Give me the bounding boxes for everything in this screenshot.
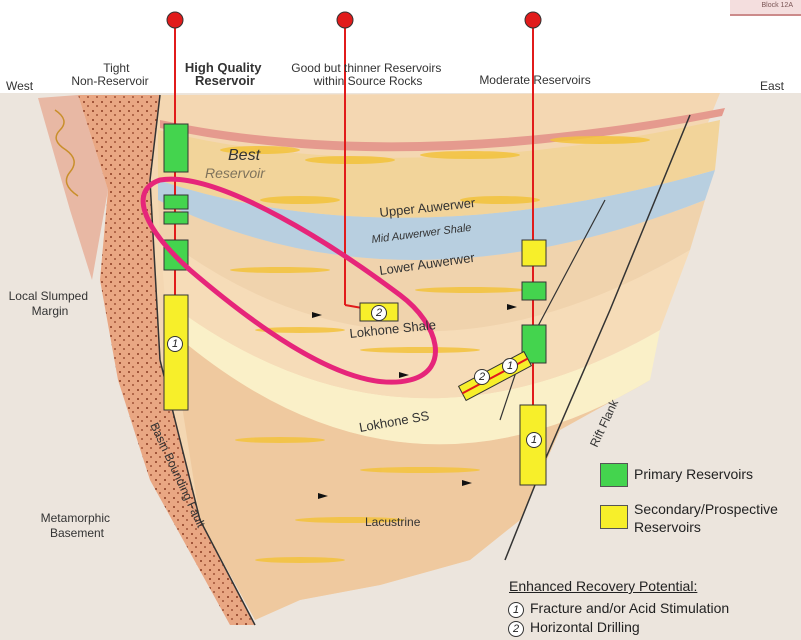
primary-reservoir-box xyxy=(522,282,546,300)
tight-non-reservoir-label: Tight Non-Reservoir xyxy=(71,61,148,88)
west-label: West xyxy=(6,79,34,93)
legend-primary-label: Primary Reservoirs xyxy=(634,466,753,482)
block-tag: Block 12A xyxy=(730,0,801,16)
primary-reservoir-box xyxy=(164,195,188,209)
stimulation-marker-3: 1 xyxy=(526,432,542,448)
moderate-reservoirs-label: Moderate Reservoirs xyxy=(479,73,590,87)
primary-reservoir-box xyxy=(164,124,188,172)
primary-reservoir-box xyxy=(164,212,188,224)
lacustrine-label: Lacustrine xyxy=(365,515,421,529)
legend-item1-label: Fracture and/or Acid Stimulation xyxy=(530,600,729,616)
legend-item2-marker: 2 xyxy=(508,621,524,637)
good-thinner-label: Good but thinner Reservoirs within Sourc… xyxy=(291,61,444,88)
stimulation-marker-2: 1 xyxy=(502,358,518,374)
secondary-reservoir-box xyxy=(522,240,546,266)
metamorphic-basement-label: Metamorphic Basement xyxy=(41,511,114,540)
legend-secondary-swatch xyxy=(600,505,628,529)
reservoir-label: Reservoir xyxy=(205,165,266,181)
horizontal-drilling-marker-2: 2 xyxy=(474,369,490,385)
legend-primary-swatch xyxy=(600,463,628,487)
best-label: Best xyxy=(228,147,261,164)
horizontal-drilling-marker-1: 2 xyxy=(371,305,387,321)
east-label: East xyxy=(760,79,785,93)
legend-item1-marker: 1 xyxy=(508,602,524,618)
secondary-reservoir-box xyxy=(164,295,188,410)
high-quality-reservoir-label: High Quality Reservoir xyxy=(185,60,265,88)
stimulation-marker-1: 1 xyxy=(167,336,183,352)
legend-item2-label: Horizontal Drilling xyxy=(530,619,640,635)
legend-enhanced-title: Enhanced Recovery Potential: xyxy=(509,578,697,594)
